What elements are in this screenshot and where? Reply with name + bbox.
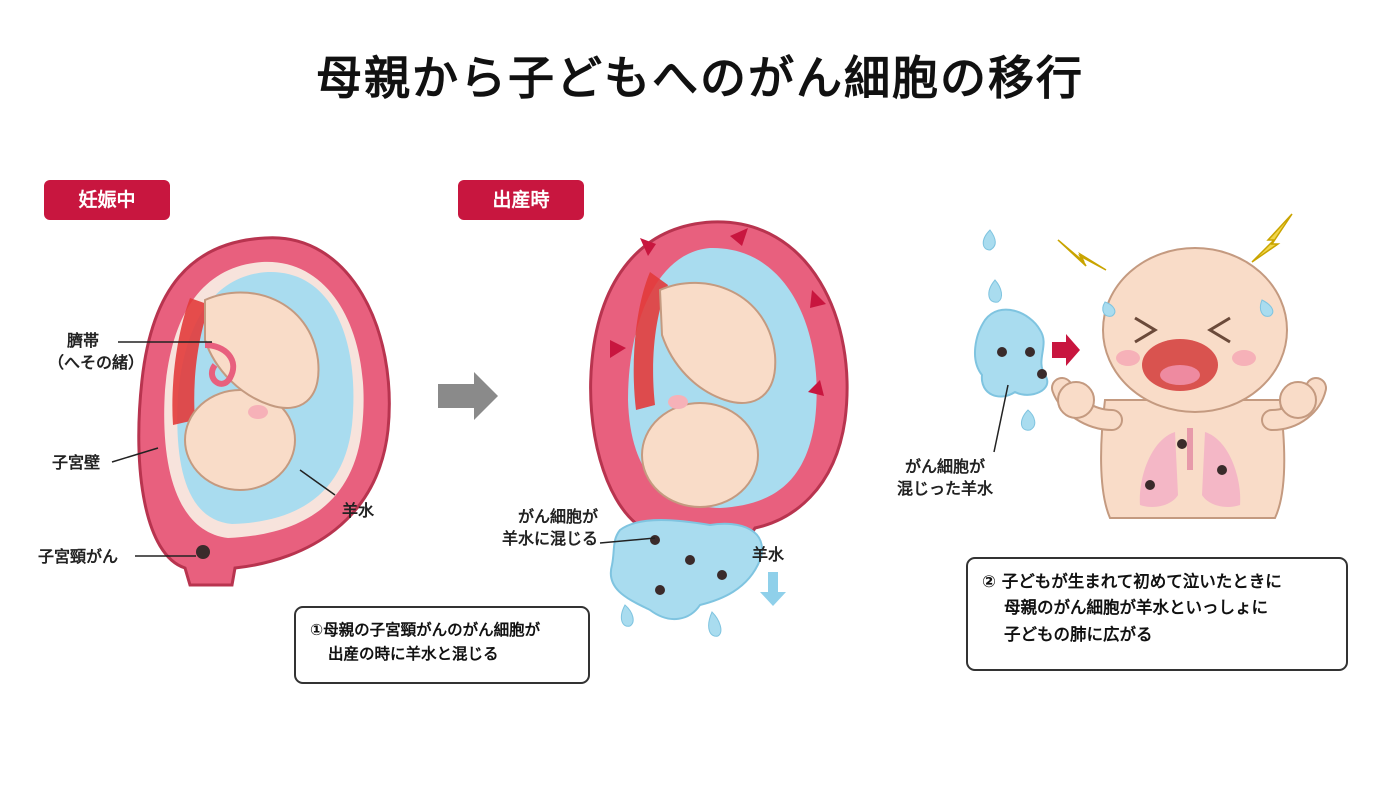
caption-step-1: ①母親の子宮頸がんのがん細胞が 出産の時に羊水と混じる [294, 606, 590, 684]
caption-step-2-line2: 母親のがん細胞が羊水といっしょに [1004, 598, 1268, 618]
stage-badge-pregnancy: 妊娠中 [44, 180, 170, 220]
caption-step-1-line1: ①母親の子宮頸がんのがん細胞が [310, 618, 574, 642]
label-cancer-mix-line2: 羊水に混じる [501, 528, 598, 548]
caption-step-2-number: ② [982, 572, 996, 591]
uterus-pregnancy [137, 236, 391, 587]
caption-step-1-number: ① [310, 621, 324, 639]
label-cervical-cancer: 子宮頸がん [38, 547, 119, 566]
label-cancer-fluid-line1: がん細胞が [904, 457, 985, 476]
label-uterine-wall: 子宮壁 [52, 453, 101, 472]
caption-step-2-text1: 子どもが生まれて初めて泣いたときに [1001, 572, 1282, 591]
label-amniotic-fluid-1: 羊水 [342, 501, 375, 520]
red-arrow-icon [1052, 334, 1080, 366]
down-arrow-icon [760, 572, 786, 606]
label-amniotic-fluid-2: 羊水 [752, 545, 785, 564]
cancer-cell-icon [196, 545, 210, 559]
caption-step-2: ② 子どもが生まれて初めて泣いたときに 母親のがん細胞が羊水といっしょに 子ども… [966, 557, 1348, 671]
cancer-fluid-splash [974, 229, 1049, 431]
page-title: 母親から子どもへのがん細胞の移行 [316, 51, 1084, 105]
lightning-icon [1057, 213, 1293, 271]
gray-arrow-icon [438, 372, 498, 420]
label-cancer-mix: がん細胞が 羊水に混じる [498, 506, 598, 549]
crying-baby [1051, 247, 1327, 519]
caption-step-2-line3: 子どもの肺に広がる [1004, 624, 1153, 644]
label-umbilical-cord-main: 臍帯 [66, 331, 99, 350]
label-cancer-fluid: がん細胞が 混じった羊水 [880, 456, 1010, 499]
uterus-birth [589, 220, 849, 547]
caption-step-1-text1: 母親の子宮頸がんのがん細胞が [323, 621, 541, 639]
caption-step-2-line1: ② 子どもが生まれて初めて泣いたときに [982, 569, 1332, 595]
label-cancer-fluid-line2: 混じった羊水 [896, 478, 993, 498]
label-cancer-mix-line1: がん細胞が [517, 507, 598, 526]
label-umbilical-cord: 臍帯 （へその緒） [48, 330, 145, 373]
caption-step-1-line2: 出産の時に羊水と混じる [328, 645, 499, 664]
stage-badge-birth: 出産時 [458, 180, 584, 220]
amniotic-splash [609, 519, 763, 637]
label-umbilical-cord-sub: （へその緒） [48, 352, 145, 372]
